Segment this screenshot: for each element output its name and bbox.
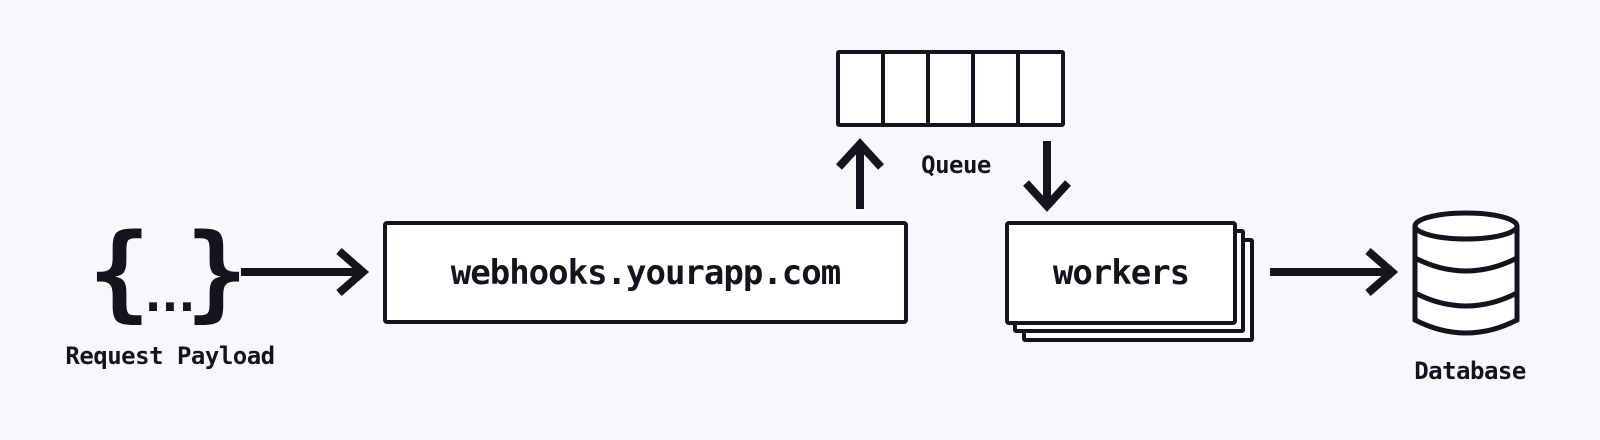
queue-cell bbox=[930, 54, 975, 123]
workers-label: workers bbox=[1052, 253, 1190, 293]
webhook-endpoint-label: webhooks.yourapp.com bbox=[450, 252, 841, 293]
database-icon bbox=[1412, 210, 1520, 336]
queue-cell bbox=[1020, 54, 1061, 123]
queue-icon bbox=[836, 50, 1065, 127]
arrow-right-workers-to-database-icon bbox=[1270, 247, 1399, 297]
database-label: Database bbox=[1414, 357, 1526, 385]
arrow-up-webhooks-to-queue-icon bbox=[836, 138, 884, 209]
workers-box: workers bbox=[1005, 221, 1237, 325]
queue-cell bbox=[885, 54, 930, 123]
request-payload-icon: { ... } bbox=[88, 220, 248, 324]
queue-label: Queue bbox=[921, 151, 991, 179]
brace-close-glyph: } bbox=[185, 211, 248, 333]
queue-cell bbox=[840, 54, 885, 123]
arrow-right-payload-to-webhooks-icon bbox=[241, 247, 370, 297]
workers-node: workers bbox=[1005, 221, 1254, 342]
request-payload-label: Request Payload bbox=[65, 342, 275, 370]
arrow-down-queue-to-workers-icon bbox=[1023, 141, 1071, 212]
ellipsis-glyph: ... bbox=[138, 267, 202, 323]
brace-open-glyph: { bbox=[88, 211, 151, 333]
webhook-endpoint-node: webhooks.yourapp.com bbox=[383, 221, 908, 324]
queue-cell bbox=[975, 54, 1020, 123]
